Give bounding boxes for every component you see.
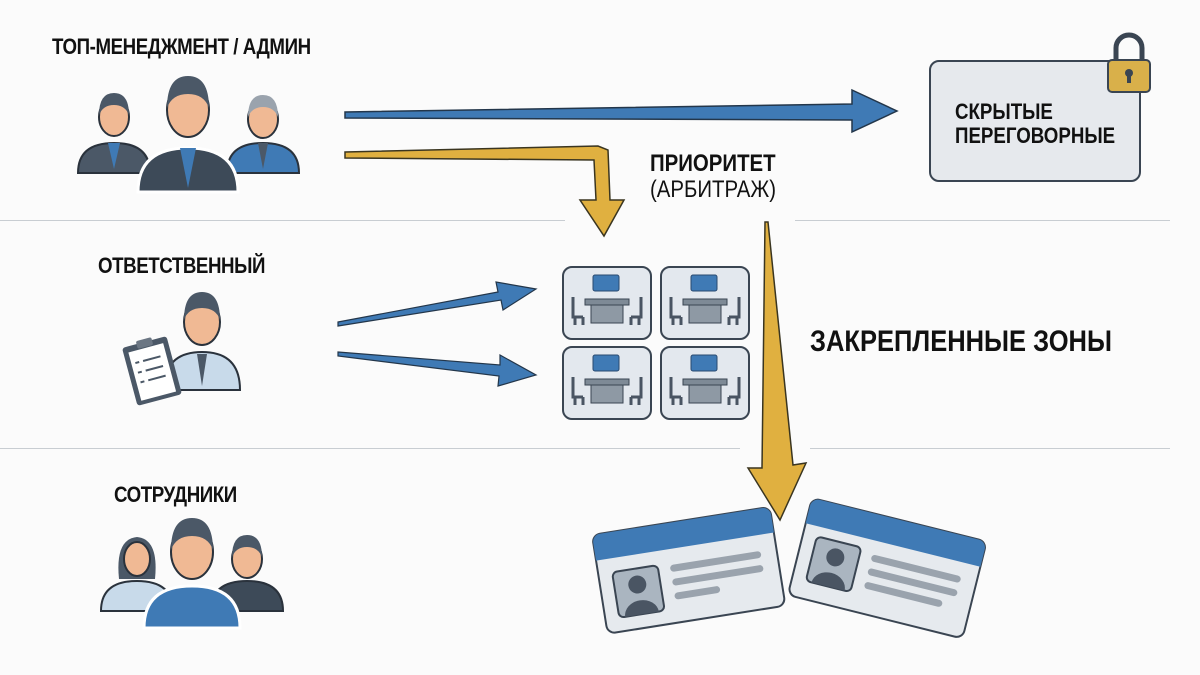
hidden-meeting-rooms-box: СКРЫТЫЕ ПЕРЕГОВОРНЫЕ [929,60,1141,182]
divider [0,220,565,221]
arrow-top-to-priority [344,145,626,238]
person-with-clipboard-icon [122,292,242,406]
employees-group-icon [99,518,285,630]
id-badge-icon [788,498,986,638]
meeting-room-icon [562,266,652,340]
arrow-priority-to-badges [746,221,808,522]
hidden-rooms-line2: ПЕРЕГОВОРНЫЕ [955,123,1116,148]
divider [810,448,1170,449]
hidden-rooms-line1: СКРЫТЫЕ [955,99,1053,124]
role-label-responsible: ОТВЕТСТВЕННЫЙ [98,253,266,278]
divider [795,220,1170,221]
executives-group-icon [76,76,301,194]
role-label-top-management: ТОП-МЕНЕДЖМЕНТ / АДМИН [52,34,311,59]
arrow-top-to-hidden-rooms [344,88,899,134]
meeting-room-icon [562,346,652,420]
meeting-room-icon [660,346,750,420]
priority-subtitle: (АРБИТРАЖ) [650,176,776,203]
id-badge-icon [592,506,786,634]
arrow-responsible-to-rooms-1 [337,281,538,327]
priority-label: ПРИОРИТЕТ (АРБИТРАЖ) [650,150,798,204]
meeting-rooms-grid [562,266,750,420]
arrow-responsible-to-rooms-2 [337,351,538,387]
divider [0,448,740,449]
meeting-room-icon [660,266,750,340]
pinned-zones-label: ЗАКРЕПЛЕННЫЕ ЗОНЫ [810,325,1112,358]
padlock-icon [1107,32,1151,93]
role-label-employees: СОТРУДНИКИ [114,482,237,507]
priority-title: ПРИОРИТЕТ [650,150,776,177]
